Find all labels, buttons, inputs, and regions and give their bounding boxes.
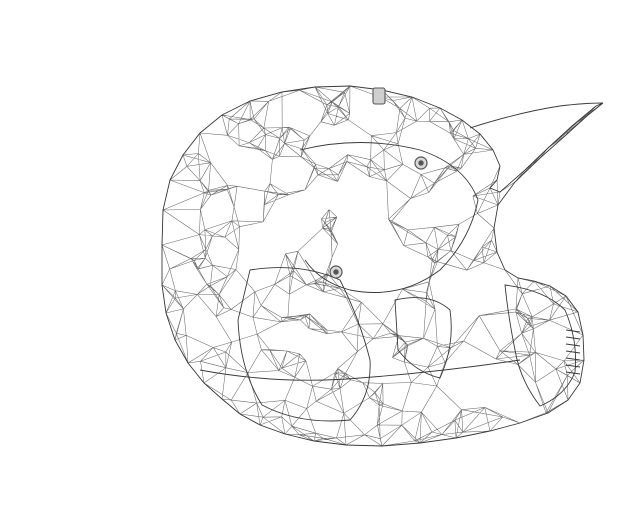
- helmet-outline: [161, 85, 604, 447]
- chin-vent-slat: [565, 371, 581, 375]
- chin-vent-slat: [565, 343, 581, 347]
- chin-vent-slat: [565, 357, 581, 361]
- side-bolt-icon: [329, 265, 343, 279]
- lower-shell-band: [199, 359, 521, 381]
- eye-port-outline: [299, 142, 479, 293]
- helmet-details: [199, 87, 604, 422]
- side-vent-outline: [394, 297, 452, 379]
- chin-vent-slat: [565, 336, 581, 340]
- top-vent-icon: [372, 87, 386, 105]
- chin-vent-slat: [565, 364, 581, 368]
- mesh-edges: [161, 85, 604, 447]
- visor-edge: [469, 102, 604, 129]
- chin-bar-outline: [504, 284, 576, 407]
- helmet-mesh: [161, 85, 604, 447]
- chin-vent-slat: [565, 350, 581, 354]
- visor-bolt-icon: [414, 156, 428, 170]
- shell-outline: [161, 85, 604, 447]
- chin-vent-slat: [565, 329, 581, 333]
